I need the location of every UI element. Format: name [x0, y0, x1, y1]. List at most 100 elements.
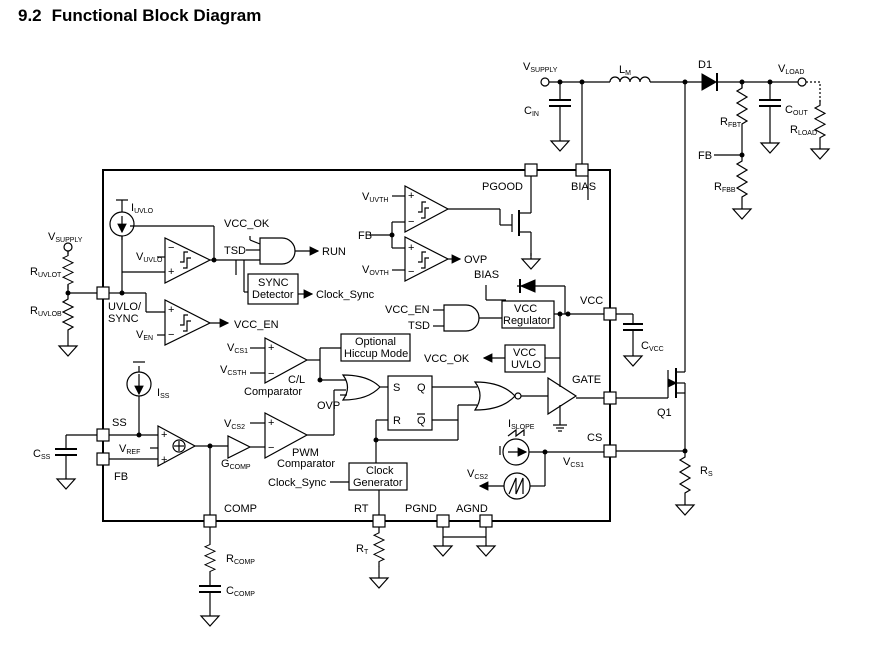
sr-latch: S R Q Q	[373, 375, 477, 463]
cout-label: COUT	[785, 104, 808, 117]
svg-text:+: +	[161, 454, 167, 466]
svg-text:−: −	[408, 216, 414, 228]
clock-sync-in-label: Clock_Sync	[268, 477, 327, 489]
sync-detector-box	[247, 273, 299, 305]
ven-label: VEN	[136, 329, 153, 342]
cl-label: C/L	[288, 374, 305, 386]
clock-gen-line1: Clock	[366, 465, 394, 477]
vcc-ok-top-label: VCC_OK	[224, 218, 270, 230]
ovp-out-label: OVP	[464, 254, 487, 266]
svg-text:−: −	[168, 242, 174, 254]
pin-ss	[96, 428, 110, 442]
vsupply-top-label: VSUPPLY	[523, 61, 558, 74]
sr-s-label: S	[393, 382, 400, 394]
gate-pin-label: GATE	[572, 374, 601, 386]
clock-gen-line2: Generator	[353, 477, 403, 489]
svg-text:−: −	[268, 368, 274, 380]
vcc-en-and-gate	[443, 304, 480, 332]
pin-agnd	[479, 514, 493, 528]
current-limit-section: Optional Hiccup Mode + − VCS1 VCSTH C/L …	[220, 333, 411, 412]
pin-vcc	[603, 307, 617, 321]
fb-int-label: FB	[358, 230, 372, 242]
vcs2-in-label: VCS2	[224, 418, 245, 431]
vcs2-ramp-label: VCS2	[467, 468, 488, 481]
pwm-comparator-label: Comparator	[277, 458, 335, 470]
pin-comp	[203, 514, 217, 528]
svg-text:+: +	[161, 429, 167, 441]
section-number: 9.2	[18, 6, 42, 25]
gate-driver	[547, 376, 578, 416]
pwm-label: PWM	[292, 447, 319, 459]
input-power-path: VSUPPLY CIN LM D1 VLOAD COUT	[523, 59, 830, 220]
bias-pin-label: BIAS	[571, 181, 596, 193]
rfbb-label: RFBB	[714, 181, 736, 194]
pin-pgnd	[436, 514, 450, 528]
cl-comparator	[264, 337, 309, 385]
rcomp-label: RCOMP	[226, 553, 255, 566]
ruvlob-label: RUVLOB	[30, 305, 62, 318]
vcc-regulator-line1: VCC	[514, 303, 537, 315]
rs-label: RS	[700, 465, 713, 478]
fb-pin-label: FB	[114, 471, 128, 483]
vsupply-left-label: VSUPPLY	[48, 231, 83, 244]
pin-fb	[96, 452, 110, 466]
sync-detector-line1: SYNC	[258, 277, 289, 289]
vcc-regulator-line2: Regulator	[503, 315, 551, 327]
pin-gate	[603, 391, 617, 405]
pwm-comparator	[264, 412, 309, 460]
vuvlo-label: VUVLO	[136, 251, 163, 264]
ss-pin-label: SS	[112, 417, 127, 429]
sr-r-label: R	[393, 415, 401, 427]
clock-generator-box	[348, 462, 408, 491]
pin-rt	[372, 514, 386, 528]
svg-text:−: −	[268, 442, 274, 454]
sync-pin-label: SYNC	[108, 313, 139, 325]
nor-gate	[473, 381, 516, 411]
sr-qbar-label: Q	[417, 415, 426, 427]
vcc-en-in-label: VCC_EN	[385, 304, 430, 316]
fb-ext-label: FB	[698, 150, 712, 162]
sync-detector-line2: Detector	[252, 289, 294, 301]
rt-label: RT	[356, 543, 369, 556]
gcomp-buffer	[227, 435, 252, 459]
pgood-ovp-section: + − VUVTH FB + − VOVTH OVP	[358, 176, 541, 282]
vcc-regulator-section: BIAS VCC Regulator VCC_EN TSD CVCC VCC U…	[385, 176, 664, 380]
run-label: RUN	[322, 246, 346, 258]
bias-int-label: BIAS	[474, 269, 499, 281]
sr-q-label: Q	[417, 382, 426, 394]
sr-latch-box	[387, 375, 433, 431]
pgnd-pin-label: PGND	[405, 503, 437, 515]
iuvlo-label: IUVLO	[131, 202, 154, 215]
comp-pin-label: COMP	[224, 503, 257, 515]
rt-pin-label: RT	[354, 503, 369, 515]
vcc-ok-out-label: VCC_OK	[424, 353, 470, 365]
svg-text:+: +	[168, 266, 174, 278]
cl-comparator-label: Comparator	[244, 386, 302, 398]
cin-label: CIN	[524, 105, 539, 118]
svg-text:−: −	[408, 266, 414, 278]
svg-text:+: +	[408, 242, 414, 254]
vcc-uvlo-line1: VCC	[513, 347, 536, 359]
tsd-in-label: TSD	[408, 320, 430, 332]
vcc-regulator-box	[501, 300, 555, 329]
vcs2-ramp-source	[503, 472, 531, 500]
hiccup-line2: Hiccup Mode	[344, 348, 408, 360]
section-title-text: Functional Block Diagram	[51, 6, 262, 25]
vcc-uvlo-box	[504, 344, 546, 373]
error-amp-section: ISS CSS + + VREF GCOMP + − VCS2	[33, 361, 346, 627]
vload-label: VLOAD	[778, 63, 804, 76]
uvth-comparator	[404, 184, 450, 234]
vcsth-label: VCSTH	[220, 364, 246, 377]
ruvlot-label: RUVLOT	[30, 266, 62, 279]
svg-text:−: −	[168, 329, 174, 341]
cvcc-label: CVCC	[641, 340, 664, 353]
ovp-in-label: OVP	[317, 400, 340, 412]
ic-boundary	[102, 169, 611, 522]
islope-label: ISLOPE	[508, 418, 535, 431]
vcs1-node-label: VCS1	[563, 456, 584, 469]
agnd-pin-label: AGND	[456, 503, 488, 515]
rload-label: RLOAD	[790, 124, 817, 137]
iss-label: ISS	[157, 387, 170, 400]
vovth-label: VOVTH	[362, 264, 389, 277]
pin-bias	[575, 163, 589, 177]
